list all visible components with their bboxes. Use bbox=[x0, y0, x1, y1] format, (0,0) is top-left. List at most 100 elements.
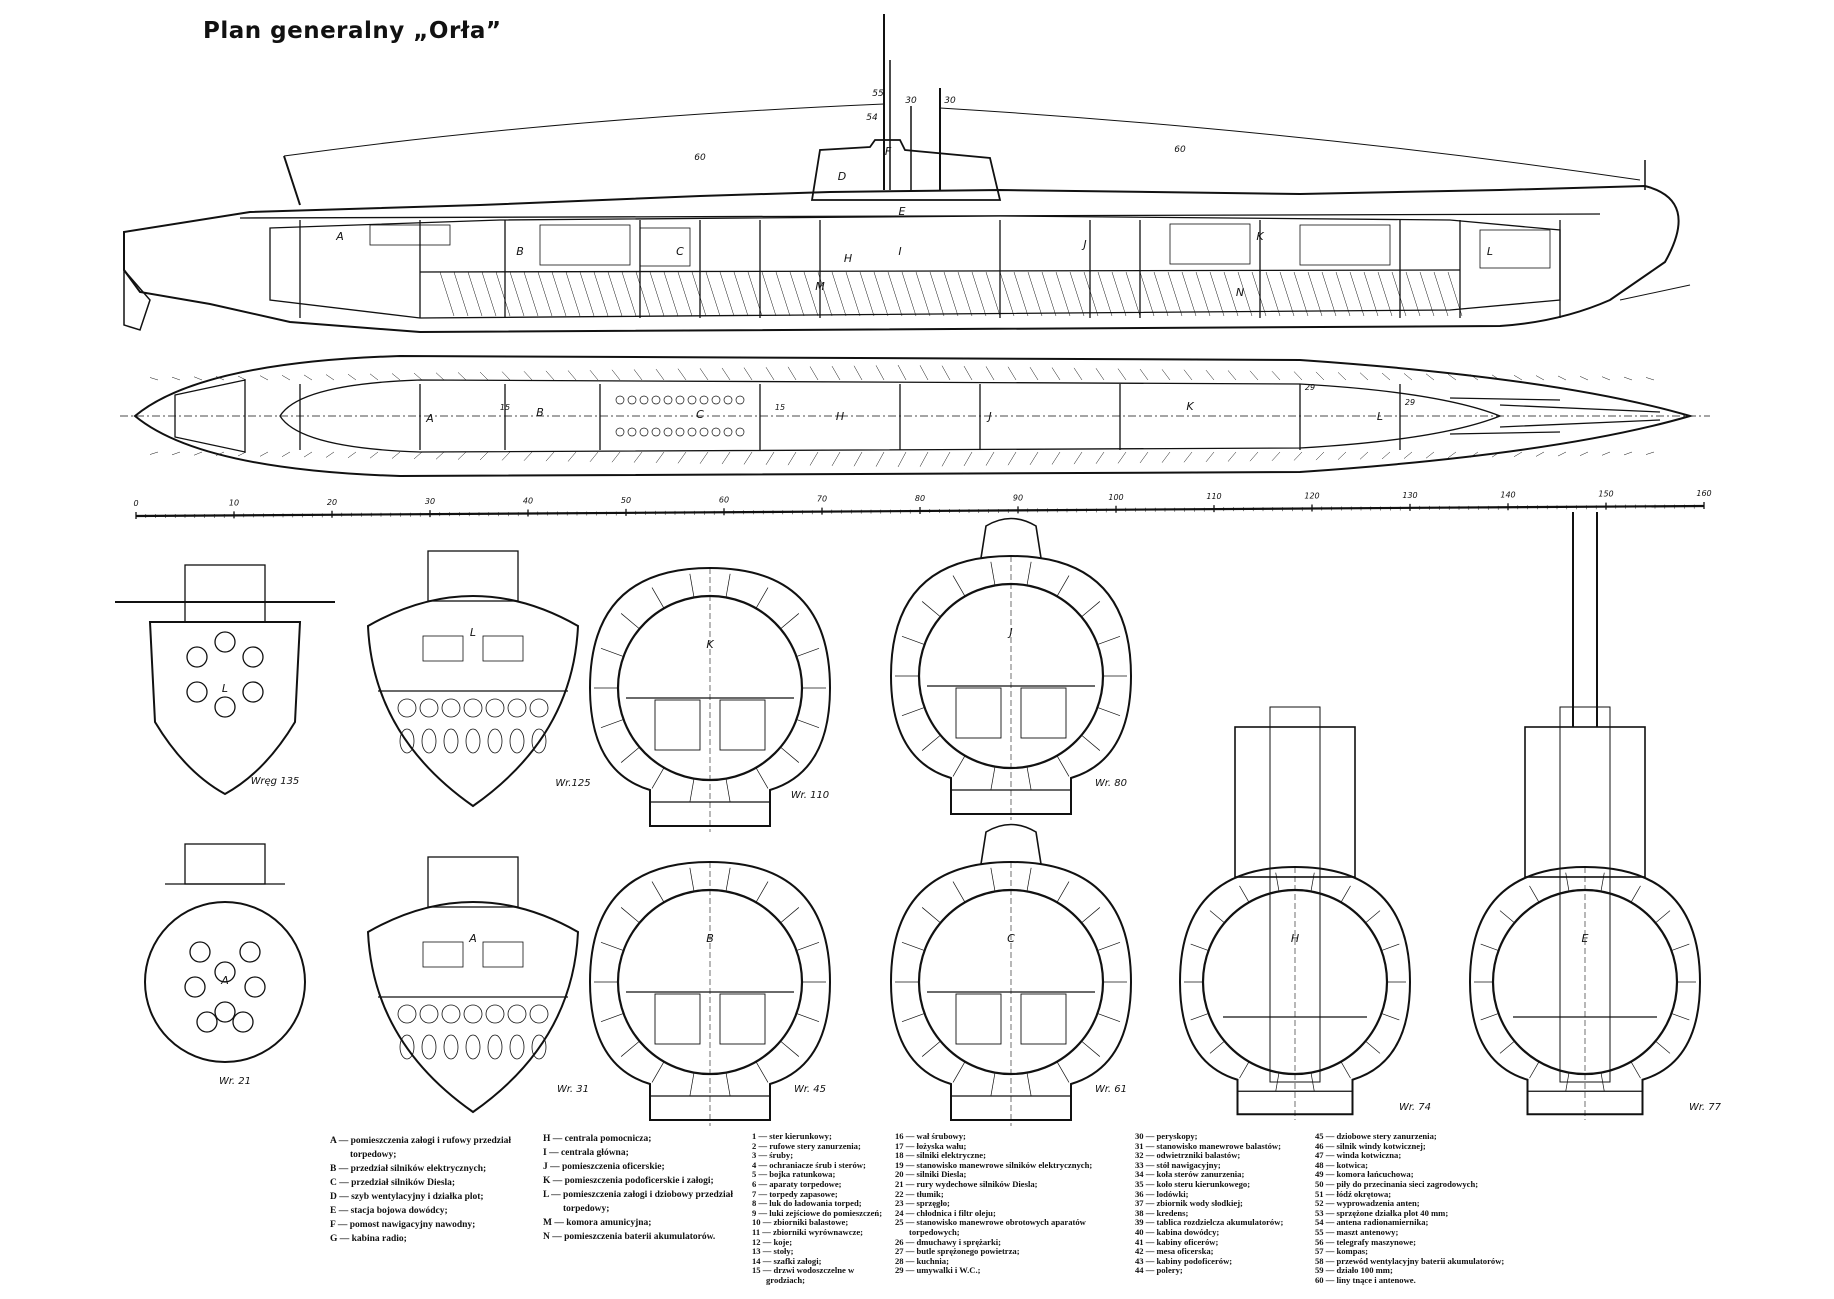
battery-cell bbox=[733, 271, 749, 317]
legend-item: 51 — łódź okrętowa; bbox=[1315, 1188, 1392, 1199]
legend-item: 31 — stanowisko manewrowe balastów; bbox=[1135, 1140, 1281, 1151]
battery-cell bbox=[929, 271, 945, 317]
battery-cell bbox=[1139, 271, 1155, 317]
section-label: Wr. 21 bbox=[219, 1076, 251, 1087]
compartment-fitting bbox=[539, 224, 631, 266]
frame bbox=[1403, 373, 1413, 381]
section-letter: B bbox=[706, 932, 714, 945]
frame bbox=[523, 451, 533, 461]
battery-cell bbox=[957, 271, 973, 317]
battery-cell bbox=[663, 271, 679, 317]
frame bbox=[501, 371, 511, 381]
frame bbox=[1205, 451, 1215, 463]
engine-cylinder bbox=[699, 427, 709, 437]
battery-cell bbox=[901, 271, 917, 317]
frame bbox=[1623, 451, 1633, 456]
battery-cell bbox=[1041, 271, 1057, 317]
section-letter: J bbox=[1007, 626, 1012, 639]
side-view-label: J bbox=[1081, 238, 1086, 251]
frame bbox=[743, 451, 753, 465]
battery-cell bbox=[495, 271, 511, 317]
section-label: Wr. 31 bbox=[557, 1084, 589, 1095]
side-view-label: 30 bbox=[905, 96, 917, 106]
compartment-fitting bbox=[639, 227, 691, 267]
battery-cell bbox=[1293, 271, 1309, 317]
battery-cell bbox=[803, 271, 819, 317]
frame bbox=[1117, 368, 1127, 381]
frame bbox=[611, 451, 621, 463]
legend-item: 50 — piły do przecinania sieci zagrodowy… bbox=[1315, 1178, 1479, 1189]
legend-item: 9 — luki zejściowe do pomieszczeń; bbox=[752, 1207, 883, 1218]
frame bbox=[875, 451, 885, 467]
legend-item: 33 — stół nawigacyjny; bbox=[1135, 1159, 1221, 1170]
frame bbox=[1029, 367, 1039, 381]
battery-cell bbox=[719, 271, 735, 317]
battery-cell bbox=[887, 271, 903, 317]
battery-cell bbox=[677, 271, 693, 317]
legend-item: E — stacja bojowa dowódcy; bbox=[330, 1206, 448, 1216]
plan-view-label: L bbox=[1377, 410, 1383, 423]
cross-section: BWr. 45 bbox=[588, 860, 832, 1126]
battery-cell bbox=[1209, 271, 1225, 317]
battery-cell bbox=[509, 271, 525, 317]
engine-cylinder bbox=[723, 427, 733, 437]
stern-jackstaff bbox=[283, 155, 301, 206]
battery-cell bbox=[831, 271, 847, 317]
frame bbox=[1337, 372, 1347, 381]
engine-cylinder bbox=[615, 427, 625, 437]
frame bbox=[1095, 451, 1105, 464]
plan-stern-planes bbox=[174, 379, 246, 453]
frame bbox=[1073, 451, 1083, 465]
frame bbox=[985, 366, 995, 381]
plan-view-label: 29 bbox=[1305, 383, 1315, 392]
battery-cell bbox=[1279, 271, 1295, 317]
engine-cylinder bbox=[627, 427, 637, 437]
section-letter: E bbox=[1582, 932, 1589, 945]
legend-letters-left: A — pomieszczenia załogi i rufowy przedz… bbox=[330, 1134, 535, 1246]
frame bbox=[765, 451, 775, 465]
legend-item: 37 — zbiornik wody słodkiej; bbox=[1135, 1198, 1243, 1209]
battery-cell bbox=[1419, 271, 1435, 317]
deck-line bbox=[239, 213, 1601, 219]
frame bbox=[1579, 451, 1589, 456]
section-label: Wr.125 bbox=[555, 778, 590, 789]
frame bbox=[259, 451, 269, 457]
frame bbox=[809, 451, 819, 466]
cross-section: AWr. 21 bbox=[144, 843, 306, 1087]
battery-cell bbox=[1111, 271, 1127, 317]
battery-cell bbox=[985, 271, 1001, 317]
frame bbox=[1095, 368, 1105, 381]
engine-cylinder bbox=[687, 395, 697, 405]
battery-cell bbox=[1307, 271, 1323, 317]
legend-item: 8 — luk do ładowania torped; bbox=[752, 1198, 862, 1209]
legend-item: 3 — śruby; bbox=[752, 1150, 794, 1161]
legend-item: 4 — ochraniacze śrub i sterów; bbox=[752, 1159, 866, 1170]
bow-torpedo-tubes bbox=[1449, 397, 1661, 435]
battery-cell bbox=[1447, 271, 1463, 317]
battery-cell bbox=[1013, 271, 1029, 317]
frame bbox=[149, 377, 159, 381]
legend-item: H — centrala pomocnicza; bbox=[543, 1134, 652, 1144]
legend-item: 40 — kabina dowódcy; bbox=[1135, 1226, 1220, 1237]
frame bbox=[1491, 451, 1501, 458]
battery-deck-line bbox=[419, 269, 1461, 273]
cross-section: HWr. 74 bbox=[1178, 706, 1431, 1120]
antenna-cable-fore bbox=[939, 107, 1641, 181]
side-view-label: N bbox=[1236, 286, 1244, 299]
frame bbox=[721, 367, 731, 381]
frame bbox=[963, 451, 973, 467]
frame bbox=[259, 375, 269, 381]
legend-item: 19 — stanowisko manewrowe silników elekt… bbox=[895, 1159, 1093, 1170]
legend-item: 24 — chłodnica i filtr oleju; bbox=[895, 1207, 996, 1218]
legend-item: 6 — aparaty torpedowe; bbox=[752, 1178, 842, 1189]
legend-item: 18 — silniki elektryczne; bbox=[895, 1150, 986, 1161]
conning-tower bbox=[810, 139, 1002, 201]
frame bbox=[1271, 371, 1281, 381]
scale-label: 0 bbox=[133, 499, 138, 508]
scale-label: 160 bbox=[1696, 489, 1711, 498]
frame bbox=[1535, 451, 1545, 457]
frame bbox=[1623, 376, 1633, 381]
battery-cell bbox=[1363, 271, 1379, 317]
